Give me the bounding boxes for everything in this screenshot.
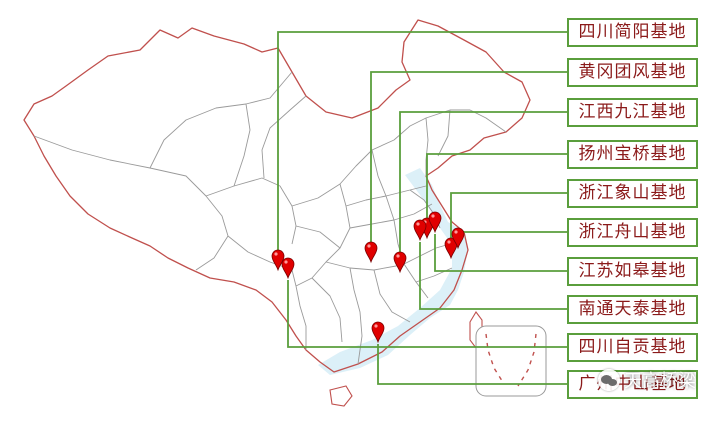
location-pin-icon[interactable] [451, 227, 465, 250]
south-sea-dashes [485, 333, 537, 387]
leader-line [434, 234, 567, 272]
sea-coast-shading [318, 168, 468, 375]
base-label: 江苏如皋基地 [567, 257, 698, 286]
base-label: 扬州宝桥基地 [567, 140, 698, 169]
location-pin-icon[interactable] [393, 251, 407, 274]
base-label: 江西九江基地 [567, 98, 698, 127]
location-pin-icon[interactable] [428, 211, 442, 234]
base-markers [271, 211, 465, 344]
leader-line [277, 31, 567, 252]
base-label: 南通天泰基地 [567, 295, 698, 324]
base-label: 四川自贡基地 [567, 333, 698, 362]
location-pin-icon[interactable] [444, 237, 458, 260]
watermark-text: 天高桥梁 [624, 371, 696, 392]
hainan-island [329, 385, 353, 407]
base-label: 黄冈团风基地 [567, 58, 698, 87]
location-pin-icon[interactable] [364, 241, 378, 264]
base-label: 浙江舟山基地 [567, 218, 698, 247]
location-pin-icon[interactable] [281, 257, 295, 280]
watermark: 天高桥梁 [598, 366, 718, 394]
leader-line [419, 242, 567, 310]
leader-line [399, 111, 567, 254]
leader-line [377, 344, 567, 385]
base-label: 浙江象山基地 [567, 179, 698, 208]
base-label: 四川简阳基地 [567, 18, 698, 47]
location-pin-icon[interactable] [371, 321, 385, 344]
leader-line [426, 153, 567, 220]
location-pin-icon[interactable] [413, 219, 427, 242]
leader-line [370, 71, 567, 244]
south-sea-inset [475, 325, 547, 397]
wechat-icon [598, 369, 620, 391]
leader-line [450, 192, 567, 240]
country-border [23, 19, 531, 373]
leader-line [457, 230, 567, 233]
leader-line [287, 280, 567, 348]
